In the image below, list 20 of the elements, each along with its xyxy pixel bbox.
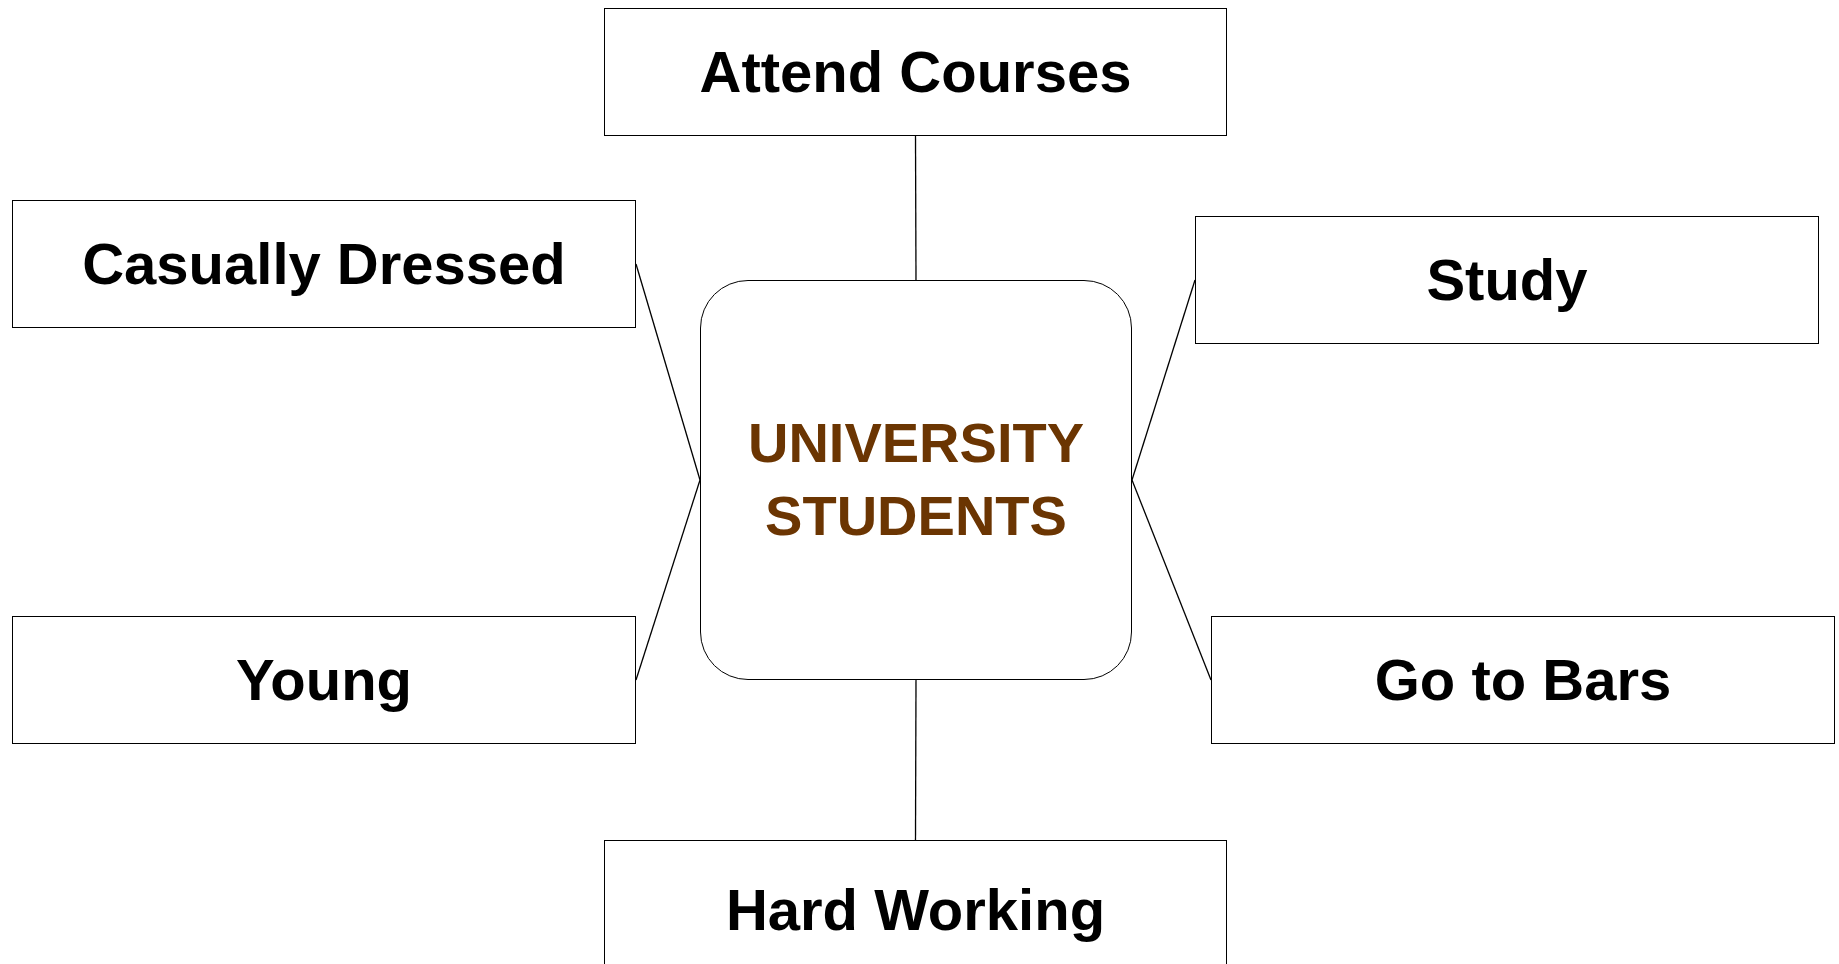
topic-box xyxy=(700,280,1132,680)
attribute-box xyxy=(1195,216,1819,344)
connector-line xyxy=(635,263,701,481)
connector-line xyxy=(635,479,701,681)
attribute-box xyxy=(12,616,636,744)
attribute-box xyxy=(1211,616,1835,744)
topic-title: UNIVERSITY STUDENTS xyxy=(746,410,1086,549)
connector-line xyxy=(914,679,917,841)
attribute-box xyxy=(604,840,1227,964)
attribute-box xyxy=(604,8,1227,136)
attribute-label: Young xyxy=(235,645,413,714)
connector-line xyxy=(914,135,917,281)
attribute-label: Study xyxy=(1426,245,1588,314)
connector-line xyxy=(1131,279,1196,481)
attribute-label: Hard Working xyxy=(725,875,1106,944)
attribute-label: Casually Dressed xyxy=(82,229,566,298)
connector-line xyxy=(1131,479,1212,681)
attribute-box xyxy=(12,200,636,328)
attribute-label: Attend Courses xyxy=(699,37,1132,106)
attribute-label: Go to Bars xyxy=(1374,645,1672,714)
